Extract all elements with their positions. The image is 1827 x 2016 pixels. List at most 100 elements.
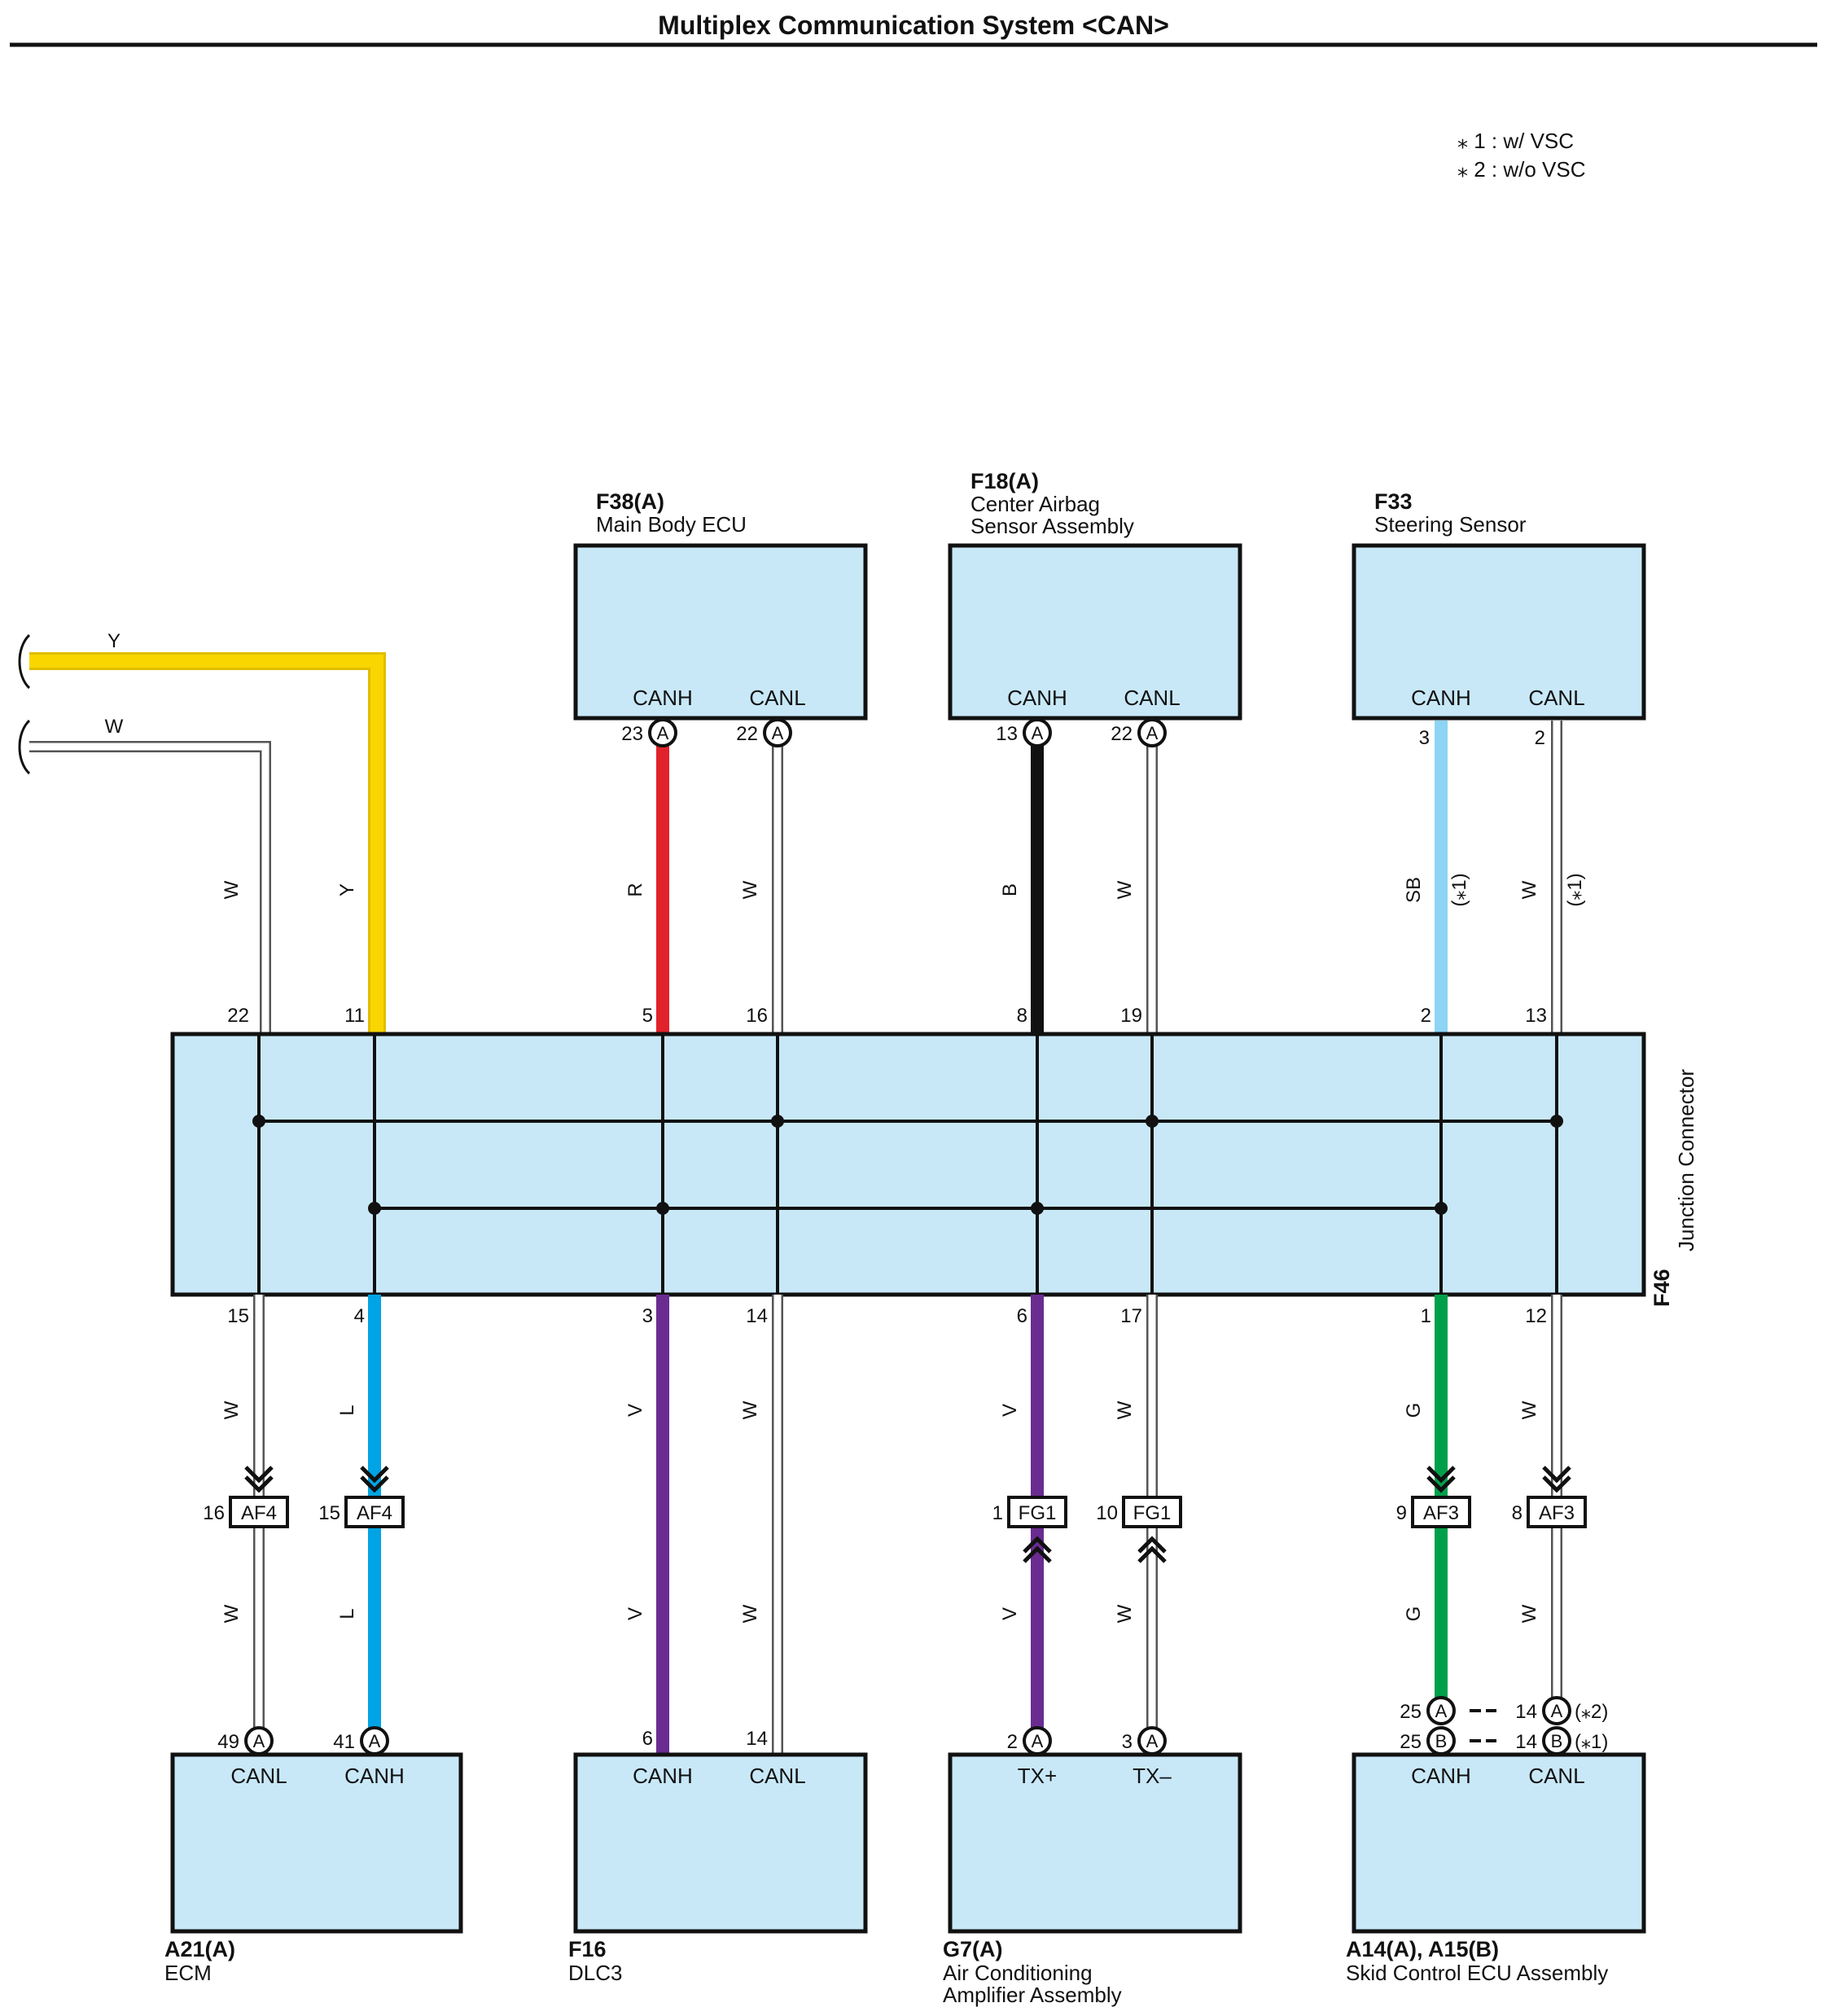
splice-dot [1031, 1202, 1044, 1215]
connector-letter: A [369, 1731, 381, 1751]
pin-number: 13 [1525, 1005, 1547, 1027]
connector-letter: A [1435, 1701, 1448, 1721]
dlc3: CANH CANL F16 DLC3 [568, 1752, 868, 1985]
component-code: F38(A) [596, 489, 664, 514]
pin-label-canl: CANL [749, 1764, 805, 1788]
pin-number: 14 [746, 1305, 768, 1327]
connector-circle [648, 718, 677, 747]
wire-color-label: W [1518, 1604, 1540, 1623]
component-box [170, 1752, 463, 1934]
pin-number: 16 [746, 1005, 768, 1027]
inline-connector-name: FG1 [1019, 1502, 1057, 1524]
connector-chevron [1137, 1545, 1167, 1563]
steering-sensor: F33 Steering Sensor CANH CANL [1352, 489, 1646, 721]
wire-color-label: W [1518, 880, 1540, 899]
pin-label-canh: CANH [633, 1764, 693, 1788]
connector-circle [763, 718, 792, 747]
pin-number: 2 [1007, 1731, 1018, 1753]
component-name: DLC3 [568, 1961, 622, 1985]
pin-number: 23 [621, 723, 643, 745]
wire-color-label: G [1403, 1606, 1425, 1622]
pin-number: 3 [642, 1305, 653, 1327]
splice-dot [1146, 1115, 1159, 1128]
component-name: Skid Control ECU Assembly [1346, 1961, 1608, 1985]
connector-circle [1023, 718, 1052, 747]
top-wires: W22Y11A23R5A22W16A13B8A22W193SB(⁎1)22W(⁎… [221, 718, 1586, 1034]
pin-number: 16 [203, 1502, 225, 1524]
pin-number: 17 [1120, 1305, 1142, 1327]
connector-circle [1137, 718, 1167, 747]
junction-code: F46 [1650, 1269, 1674, 1307]
wire-break-mark [18, 719, 31, 775]
pin-label-canl: CANL [749, 686, 805, 710]
wire-color-label: (⁎1) [1564, 873, 1586, 906]
main-body-ecu: F38(A) Main Body ECU CANH CANL [573, 489, 868, 721]
wire-color-label: B [999, 883, 1021, 896]
pin-number: 9 [1396, 1502, 1407, 1524]
wire-color-label: W [739, 880, 761, 899]
junction-verticals [252, 1034, 1563, 1295]
pin-number: 14 [1515, 1731, 1537, 1753]
connector-letter: A [657, 723, 669, 743]
inline-connector [1411, 1496, 1471, 1528]
connector-chevron [244, 1466, 274, 1484]
variant-note: (⁎1) [1575, 1731, 1608, 1753]
wire-color-label: V [999, 1607, 1021, 1620]
wire-w [29, 743, 269, 1034]
inline-connector-name: FG1 [1133, 1502, 1172, 1524]
component-name: Main Body ECU [596, 512, 747, 537]
pin-number: 8 [1017, 1005, 1027, 1027]
connector-chevron [1137, 1536, 1167, 1554]
bottom-wires: 15WWAF416A494LLAF415A413VV614WW146VVFG11… [203, 1295, 1587, 1755]
variant-note: (⁎2) [1575, 1701, 1608, 1723]
splice-dot [771, 1115, 784, 1128]
ecm: CANL CANH A21(A) ECM [164, 1752, 463, 1985]
connector-chevron [1542, 1466, 1571, 1484]
wire-color-label: Y [107, 630, 120, 652]
pin-number: 6 [642, 1728, 653, 1750]
wire-color-label: W [739, 1400, 761, 1419]
pin-number: 1 [1421, 1305, 1431, 1327]
junction-label: F46 Junction Connector [1650, 1069, 1698, 1307]
inline-connector-name: AF3 [1539, 1502, 1575, 1524]
inline-connector [344, 1496, 405, 1528]
pin-label-canl: CANL [230, 1764, 287, 1788]
component-name: Steering Sensor [1374, 512, 1527, 537]
wire-color-label: L [336, 1405, 358, 1415]
component-box [573, 543, 868, 721]
splice-dot [1550, 1115, 1563, 1128]
pin-number: 15 [227, 1305, 249, 1327]
pin-label-canl: CANL [1124, 686, 1180, 710]
connector-letter: A [1146, 723, 1159, 743]
pin-label-canh: CANH [344, 1764, 405, 1788]
pin-number: 10 [1096, 1502, 1118, 1524]
connector-chevron [360, 1466, 389, 1484]
wire-color-label: L [336, 1608, 358, 1619]
skid-control-ecu: CANH CANL A14(A), A15(B) Skid Control EC… [1346, 1752, 1646, 1985]
component-box [573, 1752, 868, 1934]
connector-chevron [360, 1475, 389, 1493]
pin-number: 14 [746, 1728, 768, 1750]
component-code: F16 [568, 1937, 607, 1961]
junction-box [170, 1032, 1646, 1297]
pin-number: 13 [996, 723, 1018, 745]
note-vsc: ⁎ 1 : w/ VSC [1457, 129, 1574, 153]
wire-color-label: V [999, 1404, 1021, 1417]
connector-letter: A [1146, 1731, 1159, 1751]
wire-color-label: W [221, 1604, 243, 1623]
inline-connector [229, 1496, 289, 1528]
wire-color-label: W [221, 880, 243, 899]
wire-color-label: (⁎1) [1448, 873, 1470, 906]
connector-letter: A [1032, 1731, 1044, 1751]
junction-connector: F46 Junction Connector [170, 1032, 1698, 1307]
pin-label-canl: CANL [1528, 1764, 1584, 1788]
connector-letter: A [1032, 723, 1044, 743]
wire-color-label: W [1518, 1400, 1540, 1419]
component-code: A21(A) [164, 1937, 235, 1961]
connector-circle [1542, 1696, 1571, 1725]
splice-dot [656, 1202, 669, 1215]
wire-color-label: W [221, 1400, 243, 1419]
component-code: F33 [1374, 489, 1413, 514]
